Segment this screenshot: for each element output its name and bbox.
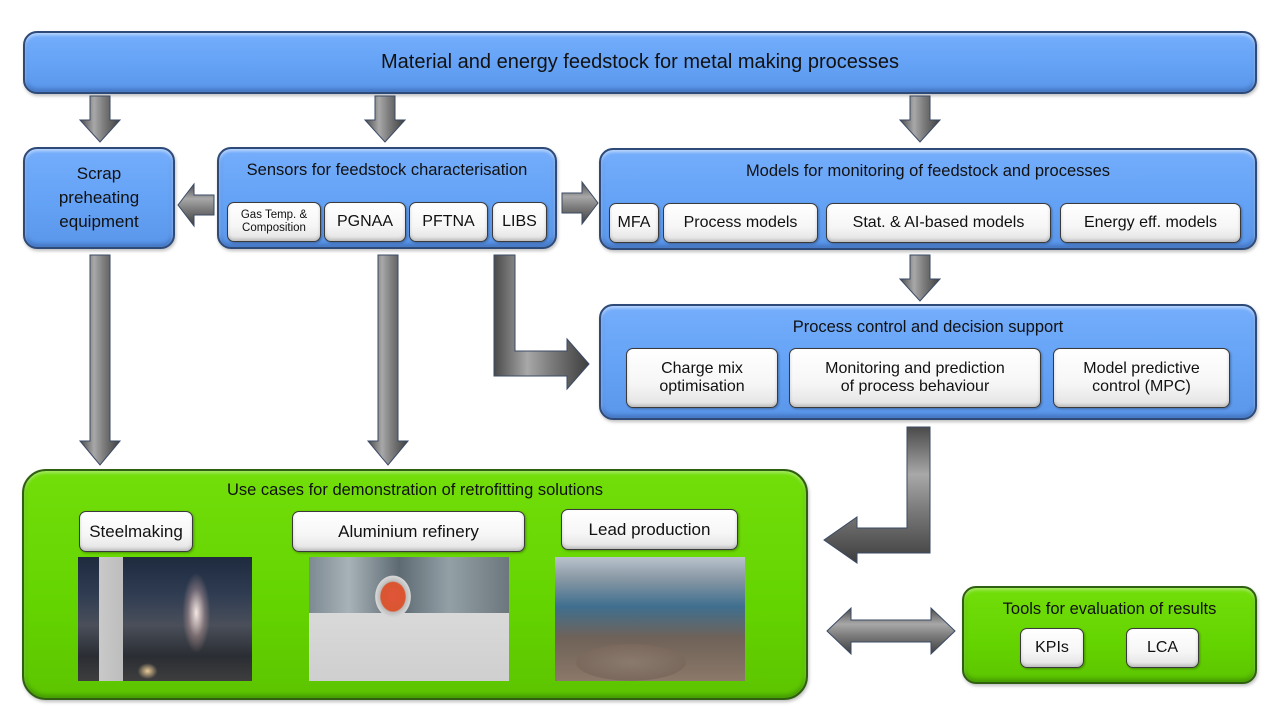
model-mfa[interactable]: MFA [609, 203, 659, 243]
steelmaking-plant-photo [78, 557, 252, 681]
sensors-box: Sensors for feedstock characterisation G… [217, 147, 557, 249]
aluminium-refinery-photo [309, 557, 509, 681]
model-process-label: Process models [683, 213, 798, 231]
arrow-sensors-to-use-cases [366, 254, 410, 466]
sensor-gas-line-2: Composition [242, 222, 306, 234]
control-mpc[interactable]: Model predictive control (MPC) [1053, 348, 1230, 408]
feedstock-title: Material and energy feedstock for metal … [380, 51, 900, 73]
use-cases-box: Use cases for demonstration of retrofitt… [22, 469, 808, 700]
sensor-gas-line-1: Gas Temp. & [240, 208, 308, 221]
sensors-title: Sensors for feedstock characterisation [246, 161, 528, 179]
control-charge-mix[interactable]: Charge mix optimisation [626, 348, 778, 408]
tool-kpis[interactable]: KPIs [1020, 628, 1084, 668]
scrap-preheating-box: Scrap preheating equipment [23, 147, 175, 249]
sensor-pgnaa[interactable]: PGNAA [324, 202, 406, 242]
control-box: Process control and decision support Cha… [599, 304, 1257, 420]
tools-box: Tools for evaluation of results KPIs LCA [962, 586, 1257, 684]
monitoring-line-1: Monitoring and prediction [825, 359, 1005, 377]
scrap-title-line-2: preheating [58, 188, 140, 207]
arrow-down-to-control [898, 254, 942, 302]
charge-mix-line-2: optimisation [659, 378, 745, 395]
model-energy-eff[interactable]: Energy eff. models [1060, 203, 1241, 243]
scrap-title-line-3: equipment [59, 212, 139, 231]
sensor-pftna-label: PFTNA [422, 212, 475, 230]
model-process-models[interactable]: Process models [663, 203, 818, 243]
model-energy-label: Energy eff. models [1083, 213, 1218, 231]
sensor-gas-temp-composition[interactable]: Gas Temp. & Composition [227, 202, 321, 242]
model-mfa-label: MFA [617, 213, 651, 231]
models-box: Models for monitoring of feedstock and p… [599, 148, 1257, 250]
tool-kpis-label: KPIs [1035, 638, 1069, 656]
sensor-libs[interactable]: LIBS [492, 202, 547, 242]
arrow-libs-to-control [493, 254, 590, 391]
use-case-aluminium[interactable]: Aluminium refinery [292, 511, 525, 552]
use-cases-title: Use cases for demonstration of retrofitt… [226, 481, 603, 499]
feedstock-box: Material and energy feedstock for metal … [23, 31, 1257, 94]
arrow-down-to-sensors [363, 95, 407, 143]
tools-title: Tools for evaluation of results [1002, 600, 1217, 618]
control-monitoring-prediction[interactable]: Monitoring and prediction of process beh… [789, 348, 1041, 408]
control-title: Process control and decision support [792, 318, 1064, 336]
arrow-scrap-to-use-cases [78, 254, 122, 466]
model-stat-ai[interactable]: Stat. & AI-based models [826, 203, 1051, 243]
mpc-line-1: Model predictive [1083, 359, 1200, 377]
use-case-steelmaking-label: Steelmaking [89, 521, 183, 541]
sensor-libs-label: LIBS [502, 212, 537, 230]
charge-mix-line-1: Charge mix [661, 359, 743, 377]
tool-lca[interactable]: LCA [1126, 628, 1199, 668]
use-case-lead-label: Lead production [588, 519, 711, 539]
use-case-lead[interactable]: Lead production [561, 509, 738, 550]
mpc-line-2: control (MPC) [1092, 378, 1191, 395]
tool-lca-label: LCA [1146, 638, 1179, 656]
arrow-right-to-models [561, 180, 599, 226]
use-case-steelmaking[interactable]: Steelmaking [79, 511, 193, 552]
arrow-control-to-use-cases [823, 426, 931, 564]
model-stat-ai-label: Stat. & AI-based models [852, 213, 1025, 231]
arrow-use-cases-tools-bidirectional [826, 606, 956, 656]
scrap-title-line-1: Scrap [76, 164, 122, 183]
monitoring-line-2: of process behaviour [840, 378, 990, 395]
use-case-aluminium-label: Aluminium refinery [338, 521, 479, 541]
arrow-down-to-scrap [78, 95, 122, 143]
sensor-pgnaa-label: PGNAA [336, 212, 393, 230]
sensor-pftna[interactable]: PFTNA [409, 202, 488, 242]
arrow-left-to-scrap [177, 182, 215, 228]
models-title: Models for monitoring of feedstock and p… [745, 162, 1111, 180]
lead-production-photo [555, 557, 745, 681]
arrow-down-to-models [898, 95, 942, 143]
